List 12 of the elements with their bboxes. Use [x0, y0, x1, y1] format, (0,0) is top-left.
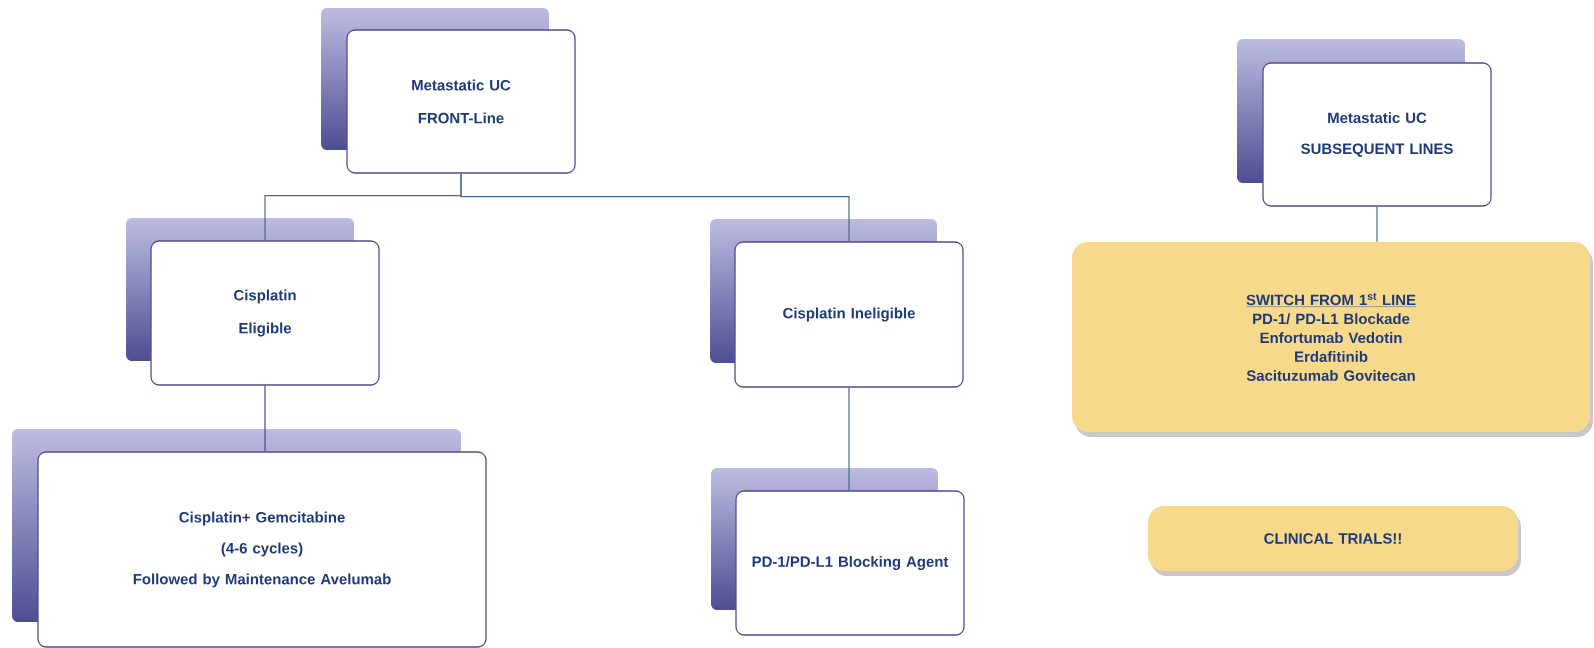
process-box: Cisplatin+ Gemcitabine (4-6 cycles) Followed by Maintenance Avelumab [37, 451, 487, 648]
process-box: Cisplatin Ineligible [734, 241, 964, 388]
process-box: CLINICAL TRIALS!! [1148, 506, 1521, 576]
process-box: Metastatic UC SUBSEQUENT LINES [1262, 62, 1492, 207]
connector-line [1376, 206, 1378, 243]
process-box: SWITCH FROM 1$^{st}$ LINE PD-1/ PD-L1 Blockade Enfortumab Vedotin Erdafitinib Sacituzumab Govitecan [1072, 242, 1593, 437]
connector-line [848, 387, 850, 491]
process-box: Cisplatin Eligible [150, 240, 380, 386]
process-box: PD-1/PD-L1 Blocking Agent [735, 490, 965, 636]
process-box: Metastatic UC FRONT-Line [346, 29, 576, 174]
connector-line [264, 385, 266, 452]
connector-line [460, 173, 850, 242]
